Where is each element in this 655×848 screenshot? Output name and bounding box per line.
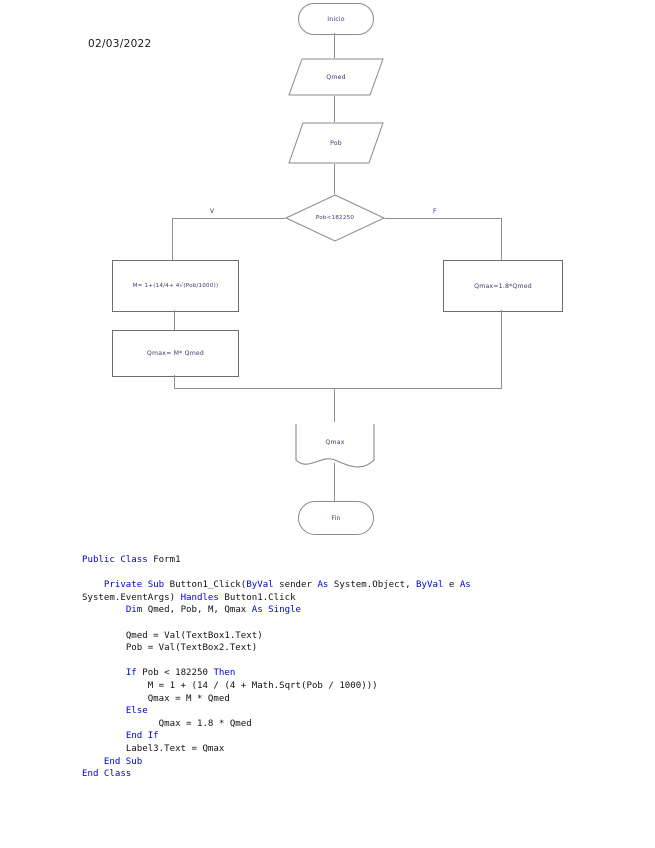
- code-keyword: ByVal: [246, 580, 280, 591]
- code-keyword: As: [459, 580, 477, 591]
- code-keyword: End Class: [82, 769, 132, 780]
- code-text: Button1_Click(: [169, 580, 247, 591]
- code-keyword: Public Class: [82, 555, 154, 566]
- code-text: Pob < 182250: [142, 668, 214, 679]
- code-line: Dim Qmed, Pob, M, Qmax As Single: [82, 605, 301, 615]
- connector-merge-horizontal: [174, 388, 502, 389]
- code-text: sender: [279, 580, 318, 591]
- connector-right-down: [501, 218, 502, 260]
- code-keyword: ByVal: [416, 580, 449, 591]
- code-text: Form1: [153, 555, 181, 566]
- flow-node-end-label: Fin: [331, 514, 341, 522]
- flow-node-decision: Pob<182250: [285, 194, 385, 242]
- connector-right-merge-down: [501, 310, 502, 388]
- flow-node-input-qmed: Qmed: [288, 58, 384, 96]
- code-line: Pob = Val(TextBox2.Text): [82, 643, 257, 653]
- flow-node-process-qmax-18-label: Qmax=1.8*Qmed: [474, 282, 532, 290]
- code-keyword: Dim: [82, 605, 148, 616]
- code-text: Pob = Val(TextBox2.Text): [82, 643, 258, 654]
- branch-label-true: V: [210, 208, 215, 215]
- connector-output-to-end: [334, 463, 335, 501]
- flow-node-process-m-label: M= 1+(14/4+ 4√(Pob/1000)): [132, 283, 219, 289]
- code-line: Qmed = Val(TextBox1.Text): [82, 631, 263, 641]
- code-line: Else: [82, 706, 148, 716]
- code-keyword: Private Sub: [82, 580, 170, 591]
- code-line: Label3.Text = Qmax: [82, 744, 225, 754]
- flow-node-input-pob: Pob: [288, 122, 384, 164]
- flow-node-process-qmax-18: Qmax=1.8*Qmed: [443, 260, 563, 312]
- date-label: 02/03/2022: [88, 38, 152, 50]
- code-text: e: [448, 580, 460, 591]
- source-code-block: Public Class Form1 Private Sub Button1_C…: [82, 554, 602, 781]
- connector-merge-to-output: [334, 388, 335, 422]
- code-keyword: End Sub: [82, 756, 143, 767]
- code-text: Qmed, Pob, M, Qmax: [147, 605, 252, 616]
- connector-pob-to-decision: [334, 164, 335, 194]
- connector-left-merge-down: [174, 375, 175, 388]
- connector-qmed-to-pob: [334, 96, 335, 122]
- branch-label-false: F: [433, 208, 437, 215]
- connector-m-to-qmax: [174, 310, 175, 330]
- code-line: Public Class Form1: [82, 555, 181, 565]
- code-text: System.Object,: [333, 580, 417, 591]
- code-text: Qmax = M * Qmed: [82, 693, 230, 704]
- flow-node-process-m: M= 1+(14/4+ 4√(Pob/1000)): [112, 260, 239, 312]
- code-keyword: Handles: [180, 592, 225, 603]
- flow-node-process-qmax-m: Qmax= M* Qmed: [112, 330, 239, 377]
- code-keyword: Else: [82, 706, 148, 717]
- code-keyword: End If: [82, 731, 159, 742]
- connector-left-down: [172, 218, 173, 260]
- code-text: Qmax = 1.8 * Qmed: [82, 718, 252, 729]
- code-line: Private Sub Button1_Click(ByVal sender A…: [82, 580, 476, 603]
- code-keyword: Then: [213, 668, 236, 679]
- code-keyword: As: [317, 580, 334, 591]
- code-line: End Sub: [82, 757, 142, 767]
- connector-start-to-qmed: [334, 33, 335, 58]
- code-text: M = 1 + (14 / (4 + Math.Sqrt(Pob / 1000)…: [82, 681, 378, 692]
- code-line: M = 1 + (14 / (4 + Math.Sqrt(Pob / 1000)…: [82, 681, 378, 691]
- flow-node-start: Inicio: [298, 3, 374, 35]
- flow-node-process-qmax-m-label: Qmax= M* Qmed: [146, 350, 205, 357]
- flow-node-output-qmax: Qmax: [294, 422, 376, 470]
- code-keyword: If: [82, 668, 143, 679]
- code-line: Qmax = 1.8 * Qmed: [82, 719, 252, 729]
- flow-node-end: Fin: [298, 501, 374, 535]
- code-text: Label3.Text = Qmax: [82, 744, 225, 754]
- code-line: If Pob < 182250 Then: [82, 668, 236, 679]
- code-text: Qmed = Val(TextBox1.Text): [82, 630, 263, 641]
- code-line: End Class: [82, 769, 131, 779]
- code-text: System.EventArgs): [82, 592, 176, 603]
- code-line: Qmax = M * Qmed: [82, 694, 230, 704]
- connector-decision-left: [172, 218, 285, 219]
- code-text: Button1.Click: [224, 592, 296, 603]
- connector-decision-right: [385, 218, 501, 219]
- code-keyword: As Single: [251, 605, 302, 616]
- code-line: End If: [82, 731, 159, 741]
- flow-node-start-label: Inicio: [327, 15, 345, 23]
